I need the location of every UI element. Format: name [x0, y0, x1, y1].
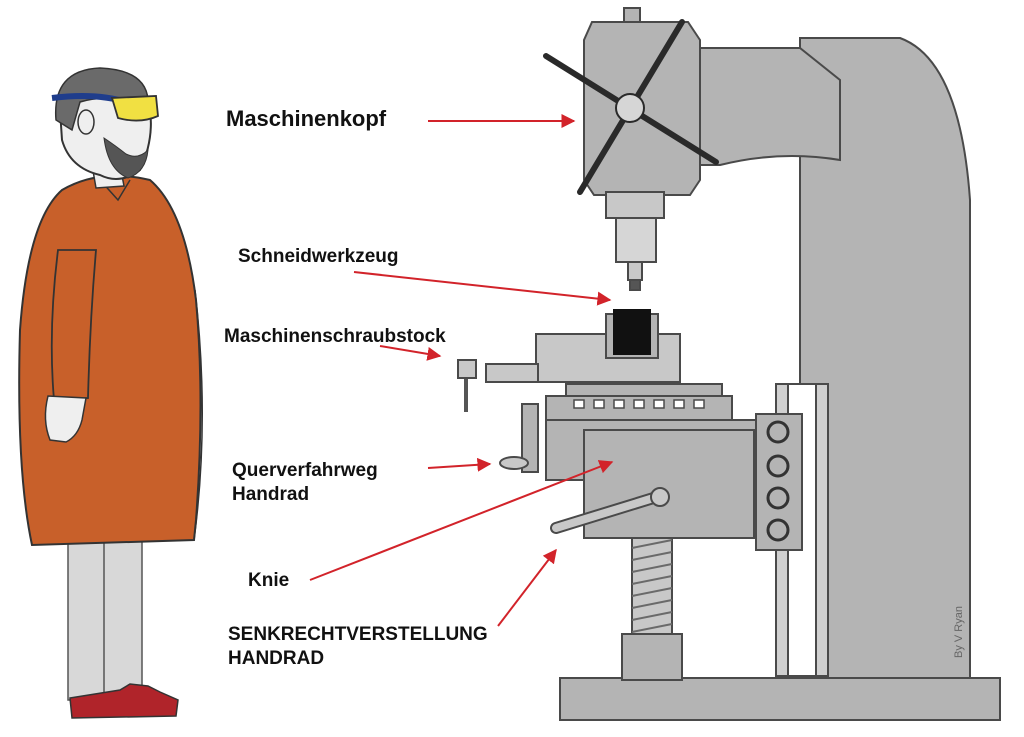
label-machine-head: Maschinenkopf	[226, 106, 387, 131]
arrow-cross-handwheel	[427, 457, 492, 472]
cross-traverse-handwheel	[521, 403, 539, 473]
arrow-cutter	[353, 271, 612, 306]
label-cross-handwheel-line2: Handrad	[232, 484, 309, 505]
label-vise: Maschinenschraubstock	[224, 326, 446, 347]
arrow-knee	[309, 460, 614, 581]
label-cross-handwheel-line1: Querverfahrweg	[232, 460, 378, 481]
operator-figure	[18, 67, 203, 719]
goggles-icon	[110, 95, 159, 122]
milling-machine	[457, 7, 1001, 721]
cutter-icon	[627, 261, 643, 281]
arrow-vertical-handwheel	[497, 548, 557, 627]
head-lever-icon	[543, 19, 719, 195]
arrow-vise	[379, 345, 442, 361]
shoe-icon	[69, 683, 179, 719]
label-cutter: Schneidwerkzeug	[238, 246, 399, 267]
label-knee: Knie	[248, 570, 289, 591]
credit-text: By V Ryan	[953, 606, 965, 658]
vertical-handwheel	[650, 487, 670, 507]
label-vertical-handwheel-line2: HANDRAD	[228, 648, 324, 669]
label-vertical-handwheel-line1: SENKRECHTVERSTELLUNG	[228, 624, 488, 645]
knee	[583, 429, 755, 539]
